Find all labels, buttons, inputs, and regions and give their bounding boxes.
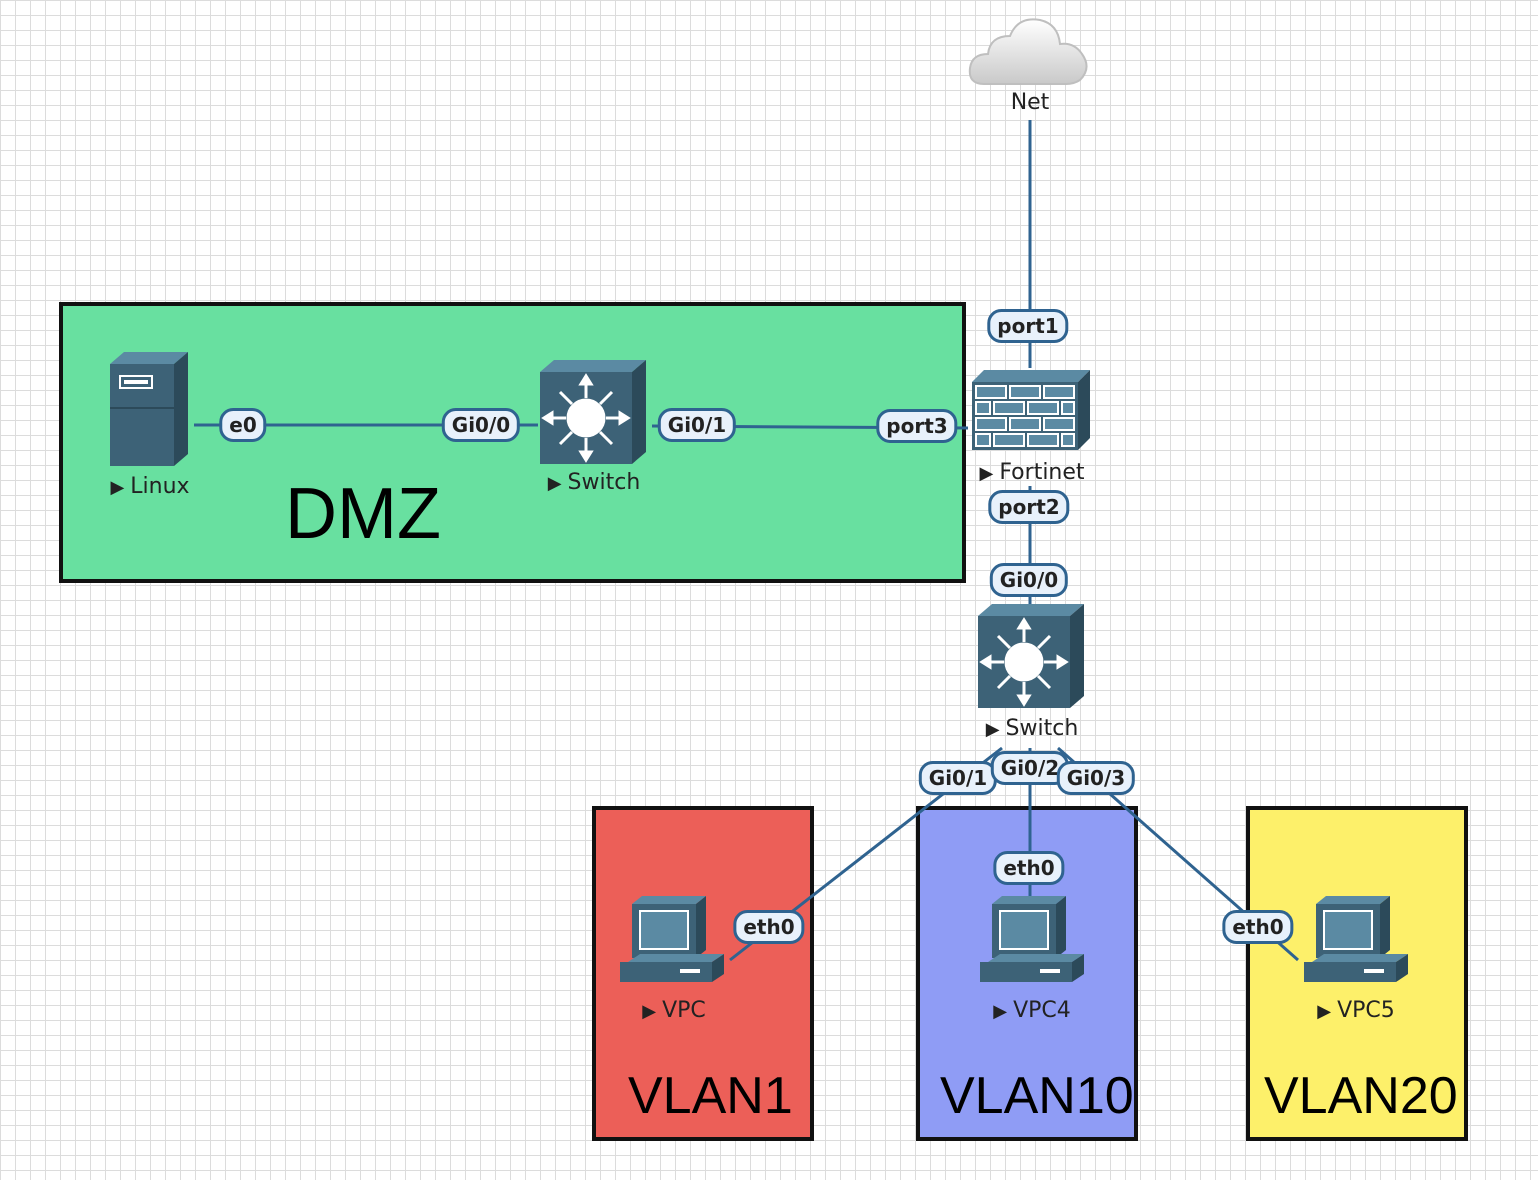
pc-icon [1304, 896, 1408, 982]
firewall-icon [972, 370, 1090, 450]
net-node[interactable] [966, 12, 1092, 92]
fortinet-port2-label[interactable]: port2 [988, 490, 1070, 524]
core-switch-node[interactable] [976, 602, 1086, 710]
core-switch-label: ▶Switch [985, 716, 1079, 741]
cloud-icon [968, 18, 1088, 85]
fortinet-port3-label[interactable]: port3 [876, 409, 958, 443]
vpc4-eth0-label[interactable]: eth0 [993, 851, 1065, 885]
core-switch-gi01-label[interactable]: Gi0/1 [918, 761, 998, 795]
core-switch-gi00-label[interactable]: Gi0/0 [989, 563, 1069, 597]
switch-icon [540, 360, 646, 464]
dmz-zone-label: DMZ [285, 474, 441, 554]
net-label: Net [1010, 90, 1050, 115]
vpc5-label: ▶VPC5 [1317, 998, 1395, 1023]
vpc4-node[interactable] [978, 896, 1086, 988]
pc-icon [980, 896, 1084, 982]
dmz-zone: DMZ [59, 302, 966, 583]
fortinet-label: ▶Fortinet [979, 460, 1085, 485]
dmz-switch-node[interactable] [538, 358, 648, 466]
server-icon [110, 352, 188, 466]
switch-icon [978, 604, 1084, 708]
vlan10-zone-label: VLAN10 [940, 1067, 1134, 1125]
pc-icon [620, 896, 724, 982]
core-switch-gi02-label[interactable]: Gi0/2 [990, 751, 1070, 785]
vpc-node[interactable] [618, 896, 726, 988]
vlan1-zone-label: VLAN1 [628, 1067, 793, 1125]
linux-node[interactable] [108, 350, 190, 468]
linux-e0-label[interactable]: e0 [219, 408, 267, 442]
fortinet-node[interactable] [970, 368, 1092, 452]
dmz-switch-label: ▶Switch [547, 470, 641, 495]
core-switch-gi03-label[interactable]: Gi0/3 [1056, 761, 1136, 795]
vlan20-zone-label: VLAN20 [1264, 1067, 1458, 1125]
vpc4-label: ▶VPC4 [993, 998, 1071, 1023]
vpc5-eth0-label[interactable]: eth0 [1222, 910, 1294, 944]
dmz-switch-gi01-label[interactable]: Gi0/1 [657, 408, 737, 442]
vpc-label: ▶VPC [642, 998, 706, 1023]
dmz-switch-gi00-label[interactable]: Gi0/0 [441, 408, 521, 442]
linux-label: ▶Linux [110, 474, 190, 499]
vpc-eth0-label[interactable]: eth0 [733, 910, 805, 944]
vpc5-node[interactable] [1302, 896, 1410, 988]
fortinet-port1-label[interactable]: port1 [987, 309, 1069, 343]
